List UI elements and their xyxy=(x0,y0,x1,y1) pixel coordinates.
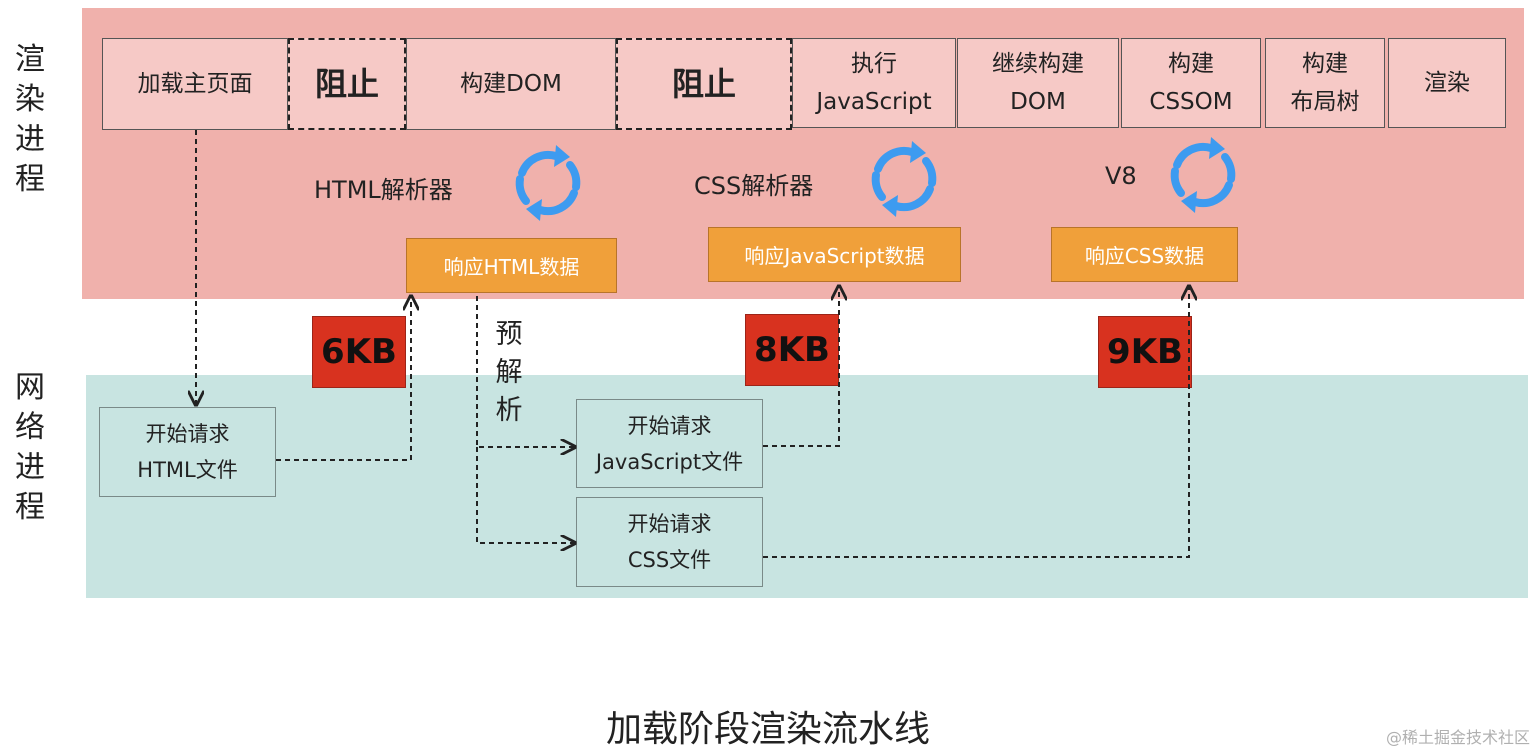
request-js-line1: 开始请求 xyxy=(627,413,712,438)
figure-caption: 加载阶段渲染流水线 xyxy=(605,709,930,750)
arrow-preparse-to-request-css xyxy=(476,447,575,543)
step-build-dom: 构建DOM xyxy=(406,38,616,130)
step-block-2: 阻止 xyxy=(616,38,792,130)
preparse-label: 预 解 析 xyxy=(495,319,523,426)
render-process-label: 渲 染 进 程 xyxy=(15,42,45,197)
size-badge-8kb: 8KB xyxy=(745,314,839,386)
request-html-file: 开始请求 HTML文件 xyxy=(99,407,276,497)
step-build-layout-tree: 构建 布局树 xyxy=(1265,38,1385,128)
arrow-preparse-to-request-js xyxy=(476,296,575,447)
v8-label: V8 xyxy=(1105,162,1137,190)
css-parser-label: CSS解析器 xyxy=(694,172,814,200)
request-css-file: 开始请求 CSS文件 xyxy=(576,497,763,587)
arrow-request-css-to-response xyxy=(763,286,1189,558)
request-js-line2: JavaScript文件 xyxy=(595,449,744,474)
cycle-icon xyxy=(871,141,937,217)
response-javascript-data: 响应JavaScript数据 xyxy=(708,227,961,282)
cycle-icon xyxy=(515,145,581,221)
request-css-line1: 开始请求 xyxy=(627,512,712,536)
network-process-band xyxy=(86,375,1528,598)
step-execute-javascript: 执行 JavaScript xyxy=(792,38,956,128)
network-process-label: 网 络 进 程 xyxy=(15,370,45,525)
watermark: @稀土掘金技术社区 xyxy=(1385,728,1530,747)
request-html-line2: HTML文件 xyxy=(137,458,238,482)
request-css-line2: CSS文件 xyxy=(627,548,712,572)
response-html-data: 响应HTML数据 xyxy=(406,238,617,293)
step-render: 渲染 xyxy=(1388,38,1506,128)
size-badge-9kb: 9KB xyxy=(1098,316,1192,388)
step-load-main-page: 加载主页面 xyxy=(102,38,288,130)
request-html-line1: 开始请求 xyxy=(145,422,230,446)
arrow-request-html-to-response xyxy=(276,296,411,461)
arrow-request-js-to-response xyxy=(763,286,839,447)
size-badge-6kb: 6KB xyxy=(312,316,406,388)
step-block-1: 阻止 xyxy=(288,38,406,130)
step-build-cssom: 构建 CSSOM xyxy=(1121,38,1261,128)
request-javascript-file: 开始请求 JavaScript文件 xyxy=(576,399,763,488)
step-continue-build-dom: 继续构建 DOM xyxy=(957,38,1119,128)
html-parser-label: HTML解析器 xyxy=(314,176,453,204)
cycle-icon xyxy=(1170,137,1236,213)
response-css-data: 响应CSS数据 xyxy=(1051,227,1238,282)
